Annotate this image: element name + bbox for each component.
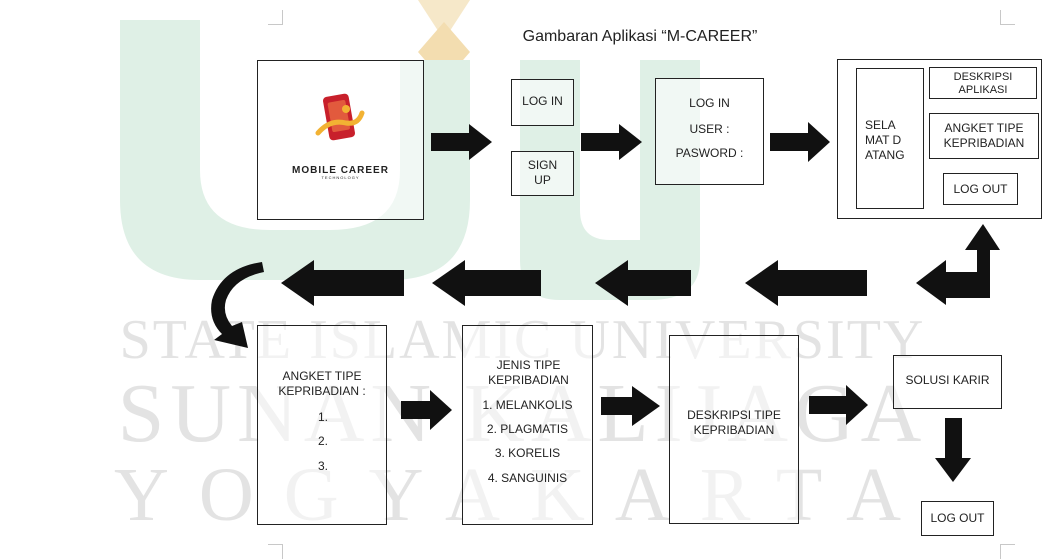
personality-type-1: 1. MELANKOLIS (482, 398, 573, 412)
final-logout-button[interactable]: LOG OUT (921, 501, 994, 536)
login-option-button[interactable]: LOG IN (511, 79, 574, 126)
personality-types-screen: JENIS TIPE KEPRIBADIAN 1. MELANKOLIS 2. … (462, 325, 593, 525)
home-logout-label: LOG OUT (953, 182, 1008, 196)
questionnaire-item-2: 2. (317, 434, 328, 448)
home-screen: SELAMAT DATANG DESKRIPSI APLIKASI ANGKET… (837, 59, 1042, 219)
phone-with-person-icon (315, 93, 365, 141)
corner-mark-top-right (1000, 10, 1015, 25)
home-logout-button[interactable]: LOG OUT (943, 173, 1018, 205)
welcome-panel: SELAMAT DATANG (856, 68, 924, 209)
login-option-label: LOG IN (522, 94, 563, 108)
app-logo-name: MOBILE CAREER (292, 165, 389, 176)
type-description-label: DESKRIPSI TIPE KEPRIBADIAN (687, 408, 781, 437)
final-logout-label: LOG OUT (930, 511, 985, 525)
career-solution-label: SOLUSI KARIR (905, 373, 990, 387)
questionnaire-menu-button[interactable]: ANGKET TIPE KEPRIBADIAN (929, 113, 1039, 159)
personality-type-3: 3. KORELIS (494, 446, 561, 460)
corner-mark-bottom-left (268, 544, 283, 559)
signup-option-label: SIGN UP (527, 158, 558, 187)
corner-mark-top-left (268, 10, 283, 25)
login-form-screen: LOG IN USER : PASWORD : (655, 78, 764, 185)
personality-type-2: 2. PLAGMATIS (486, 422, 569, 436)
questionnaire-screen: ANGKET TIPE KEPRIBADIAN : 1. 2. 3. (257, 325, 387, 525)
questionnaire-menu-label: ANGKET TIPE KEPRIBADIAN (943, 121, 1025, 150)
questionnaire-item-1: 1. (317, 410, 328, 424)
personality-type-4: 4. SANGUINIS (487, 471, 568, 485)
login-form-title: LOG IN (689, 96, 730, 110)
corner-mark-bottom-right (1000, 544, 1015, 559)
questionnaire-title: ANGKET TIPE KEPRIBADIAN : (278, 369, 366, 398)
description-menu-button[interactable]: DESKRIPSI APLIKASI (929, 67, 1037, 99)
welcome-label: SELAMAT DATANG (865, 118, 905, 162)
questionnaire-item-3: 3. (317, 459, 328, 473)
app-logo-screen: MOBILE CAREER TECHNOLOGY (257, 60, 424, 220)
career-solution-box: SOLUSI KARIR (893, 355, 1002, 409)
personality-types-title: JENIS TIPE KEPRIBADIAN (488, 358, 569, 387)
login-user-label: USER : (689, 122, 730, 136)
description-menu-label: DESKRIPSI APLIKASI (953, 71, 1013, 96)
signup-option-button[interactable]: SIGN UP (511, 151, 574, 196)
diagram-title: Gambaran Aplikasi “M-CAREER” (522, 28, 758, 45)
type-description-screen: DESKRIPSI TIPE KEPRIBADIAN (669, 335, 799, 524)
app-logo-tagline: TECHNOLOGY (321, 175, 360, 180)
login-password-label: PASWORD : (675, 146, 744, 160)
